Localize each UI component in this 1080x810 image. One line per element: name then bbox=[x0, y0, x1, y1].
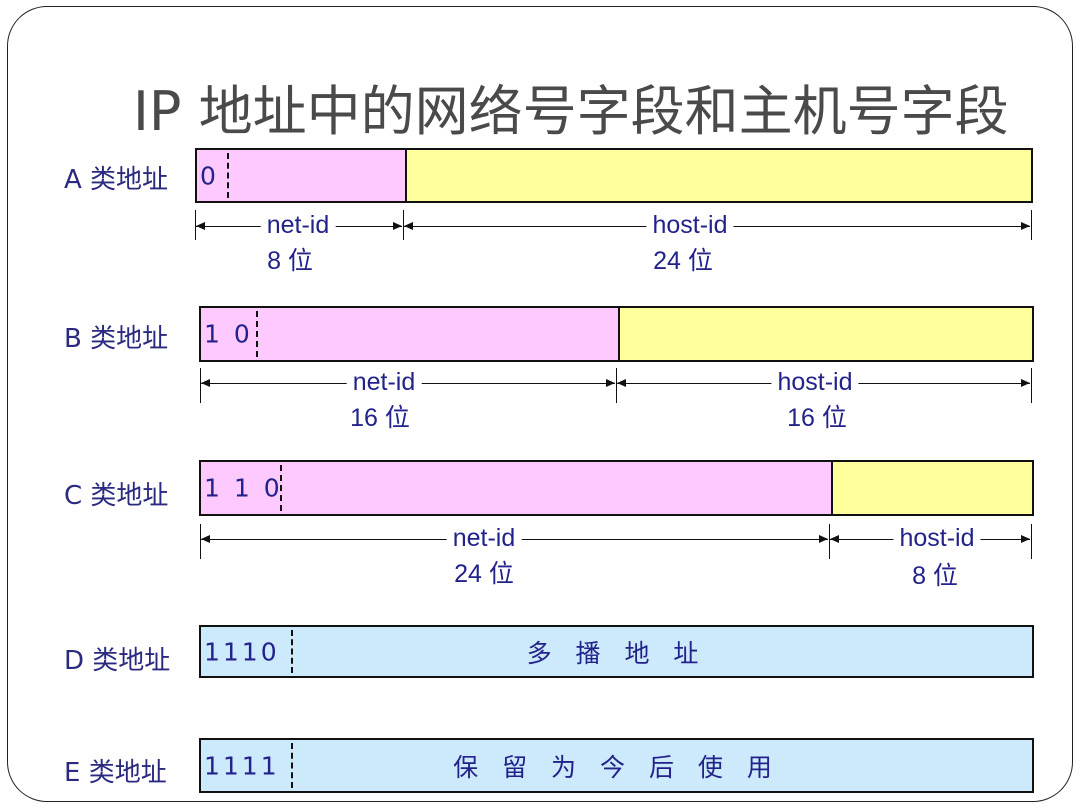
slide-title: IP 地址中的网络号字段和主机号字段 bbox=[133, 80, 1009, 143]
class-c-tick-end bbox=[1031, 524, 1032, 559]
class-c-leading-bits: 1 1 0 bbox=[204, 473, 283, 503]
class-a-divider bbox=[227, 153, 229, 198]
class-e-leading-bits: 1111 bbox=[204, 751, 280, 780]
class-b-tick-end bbox=[1031, 368, 1032, 403]
class-c-host-id: host-id bbox=[893, 524, 981, 553]
arrowhead bbox=[196, 222, 205, 230]
arrowhead bbox=[201, 379, 210, 387]
class-a-host-segment bbox=[405, 150, 1031, 201]
class-b-bar: 1 0 bbox=[199, 306, 1034, 362]
class-b-label: B 类地址 bbox=[64, 324, 169, 354]
arrowhead bbox=[819, 535, 828, 543]
class-d-multicast-text: 多 播 地 址 bbox=[526, 638, 707, 668]
class-b-leading-bits: 1 0 bbox=[204, 319, 253, 349]
class-c-divider bbox=[280, 465, 282, 511]
class-c-host-bits: 8 位 bbox=[912, 562, 958, 590]
class-e-bar: 1111 保 留 为 今 后 使 用 bbox=[199, 738, 1034, 793]
arrowhead bbox=[1021, 535, 1030, 543]
class-c-bar: 1 1 0 bbox=[199, 460, 1034, 516]
class-d-leading-bits: 1110 bbox=[204, 637, 280, 666]
arrowhead bbox=[393, 222, 402, 230]
class-b-net-bits: 16 位 bbox=[350, 404, 410, 432]
class-c-net-bits: 24 位 bbox=[454, 560, 514, 588]
class-a-host-bits: 24 位 bbox=[653, 247, 713, 275]
class-b-tick-start bbox=[200, 368, 201, 403]
slide-frame bbox=[7, 6, 1073, 802]
class-a-host-id: host-id bbox=[646, 211, 734, 240]
class-a-label: A 类地址 bbox=[64, 165, 169, 195]
class-b-host-bits: 16 位 bbox=[787, 404, 847, 432]
class-b-divider bbox=[256, 311, 258, 357]
class-d-divider bbox=[291, 630, 293, 673]
arrowhead bbox=[1021, 222, 1030, 230]
class-b-host-segment bbox=[618, 308, 1032, 360]
class-a-net-bits: 8 位 bbox=[267, 247, 313, 275]
class-e-label: E 类地址 bbox=[64, 758, 167, 788]
class-c-host-segment bbox=[831, 462, 1032, 514]
class-b-net-id: net-id bbox=[346, 368, 422, 397]
class-c-net-segment: 1 1 0 bbox=[201, 462, 831, 514]
arrowhead bbox=[830, 535, 839, 543]
class-c-net-id: net-id bbox=[446, 524, 522, 553]
arrowhead bbox=[606, 379, 615, 387]
class-b-tick-mid bbox=[616, 368, 617, 403]
class-a-leading-bits: 0 bbox=[200, 161, 219, 190]
arrowhead bbox=[201, 535, 210, 543]
class-b-net-segment: 1 0 bbox=[201, 308, 618, 360]
class-d-label: D 类地址 bbox=[64, 646, 171, 676]
class-d-bar: 1110 多 播 地 址 bbox=[199, 625, 1034, 678]
class-c-label: C 类地址 bbox=[64, 481, 169, 511]
class-c-tick-start bbox=[200, 524, 201, 559]
class-a-tick-start bbox=[195, 210, 196, 240]
class-e-reserved-text: 保 留 为 今 后 使 用 bbox=[453, 752, 780, 782]
class-a-tick-mid bbox=[403, 210, 404, 240]
class-a-net-id: net-id bbox=[260, 211, 336, 240]
class-e-segment: 1111 保 留 为 今 后 使 用 bbox=[201, 740, 1032, 791]
class-a-net-segment: 0 bbox=[197, 150, 405, 201]
class-a-bar: 0 bbox=[195, 148, 1033, 203]
class-a-tick-end bbox=[1031, 210, 1032, 240]
class-b-host-id: host-id bbox=[771, 368, 859, 397]
arrowhead bbox=[1021, 379, 1030, 387]
class-c-tick-mid bbox=[829, 524, 830, 559]
class-d-segment: 1110 多 播 地 址 bbox=[201, 627, 1032, 676]
class-e-divider bbox=[291, 743, 293, 788]
arrowhead bbox=[404, 222, 413, 230]
arrowhead bbox=[617, 379, 626, 387]
